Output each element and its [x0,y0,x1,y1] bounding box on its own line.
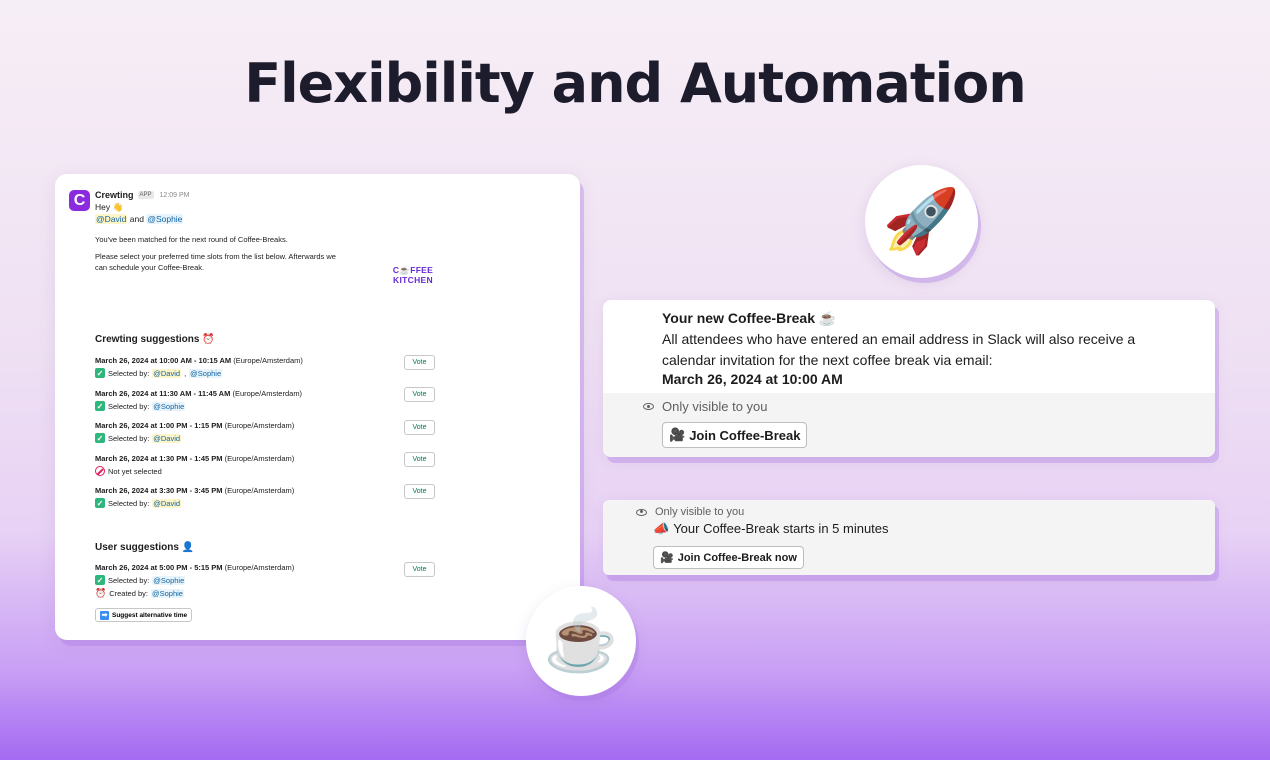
eye-icon [643,403,654,410]
and-text: and [129,214,144,224]
rocket-icon: 🚀 [882,186,961,256]
slot-date: March 26, 2024 at 1:30 PM - 1:45 PM (Eur… [95,454,295,463]
coffee-kitchen-logo: C☕FFEE KITCHEN [392,265,434,285]
check-icon: ✓ [95,575,105,585]
suggest-alternative-time-button[interactable]: ➡ Suggest alternative time [95,608,193,622]
matched-text: You've been matched for the next round o… [95,235,288,244]
coffee-cup-badge: ☕ [526,586,636,696]
visibility-note: Only visible to you [636,506,744,518]
check-icon: ✓ [95,401,105,411]
vote-button[interactable]: Vote [404,484,435,499]
mention-david[interactable]: @David [152,498,182,508]
slot-status: ✓ Selected by: @David, @Sophie [95,368,223,378]
mention-david[interactable]: @David [95,214,128,224]
arrow-right-icon: ➡ [100,610,109,620]
check-icon: ✓ [95,368,105,378]
slot-date: March 26, 2024 at 11:30 AM - 11:45 AM (E… [95,389,303,398]
vote-button[interactable]: Vote [404,387,435,402]
join-coffee-break-button[interactable]: 🎥 Join Coffee-Break [662,422,808,448]
slot-status: ✓ Selected by: @David [95,498,182,508]
video-camera-icon: 🎥 [669,427,686,442]
mention-david[interactable]: @David [152,433,182,443]
vote-button[interactable]: Vote [404,355,435,370]
mention-sophie[interactable]: @Sophie [189,368,223,378]
join-coffee-break-now-button[interactable]: 🎥 Join Coffee-Break now [653,546,804,569]
message-time[interactable]: 12:09 PM [159,191,190,199]
instruction-line-2: can schedule your Coffee-Break. [95,263,205,272]
app-avatar[interactable]: C [69,190,90,211]
eye-icon [636,508,647,516]
message-header: Crewting APP 12:09 PM [95,190,190,200]
slot-status: ✓ Selected by: @Sophie [95,575,186,585]
reminder-text: 📣 Your Coffee-Break starts in 5 minutes [653,521,889,536]
slot-status: ✓ Selected by: @David [95,433,182,443]
coffee-cup-icon: ☕ [543,607,619,674]
no-entry-icon [95,466,105,476]
coffee-break-reminder-card: Only visible to you 📣 Your Coffee-Break … [603,500,1215,575]
megaphone-icon: 📣 [653,521,670,536]
vote-button[interactable]: Vote [404,452,435,467]
mention-sophie[interactable]: @Sophie [152,575,186,585]
greeting: Hey 👋 [95,202,124,212]
check-icon: ✓ [95,433,105,443]
slot-date: March 26, 2024 at 5:00 PM - 5:15 PM (Eur… [95,563,295,572]
vote-button[interactable]: Vote [404,420,435,435]
rocket-badge: 🚀 [865,165,978,278]
slack-message-card: C Crewting APP 12:09 PM Hey 👋 @David and… [55,174,580,640]
invite-body: All attendees who have entered an email … [662,331,1136,368]
alarm-clock-icon: ⏰ [95,588,107,598]
mention-sophie[interactable]: @Sophie [146,214,184,224]
app-name[interactable]: Crewting [95,190,134,200]
slot-date: March 26, 2024 at 10:00 AM - 10:15 AM (E… [95,356,303,365]
vote-button[interactable]: Vote [404,562,435,577]
slot-status: ✓ Selected by: @Sophie [95,401,186,411]
ephemeral-footer: Only visible to you 🎥 Join Coffee-Break [603,393,1215,457]
mention-sophie[interactable]: @Sophie [152,401,186,411]
user-suggestions-title: User suggestions 👤 [95,542,195,553]
slot-created-by: ⏰ Created by: @Sophie [95,588,184,598]
app-badge: APP [137,191,154,199]
instruction-line-1: Please select your preferred time slots … [95,252,336,261]
mention-line: @David and @Sophie [95,214,184,225]
video-camera-icon: 🎥 [660,552,674,564]
invite-date: March 26, 2024 at 10:00 AM [662,371,843,387]
slot-date: March 26, 2024 at 1:00 PM - 1:15 PM (Eur… [95,421,295,430]
slot-status: Not yet selected [95,466,162,476]
page-headline: Flexibility and Automation [244,52,1026,115]
check-icon: ✓ [95,498,105,508]
coffee-break-invite-card: Your new Coffee-Break ☕ All attendees wh… [603,300,1215,457]
crewting-suggestions-title: Crewting suggestions ⏰ [95,334,215,345]
invite-title: Your new Coffee-Break ☕ [662,310,837,326]
slot-date: March 26, 2024 at 3:30 PM - 3:45 PM (Eur… [95,486,295,495]
mention-sophie[interactable]: @Sophie [151,589,184,598]
mention-david[interactable]: @David [152,368,182,378]
visibility-note: Only visible to you [643,399,768,414]
